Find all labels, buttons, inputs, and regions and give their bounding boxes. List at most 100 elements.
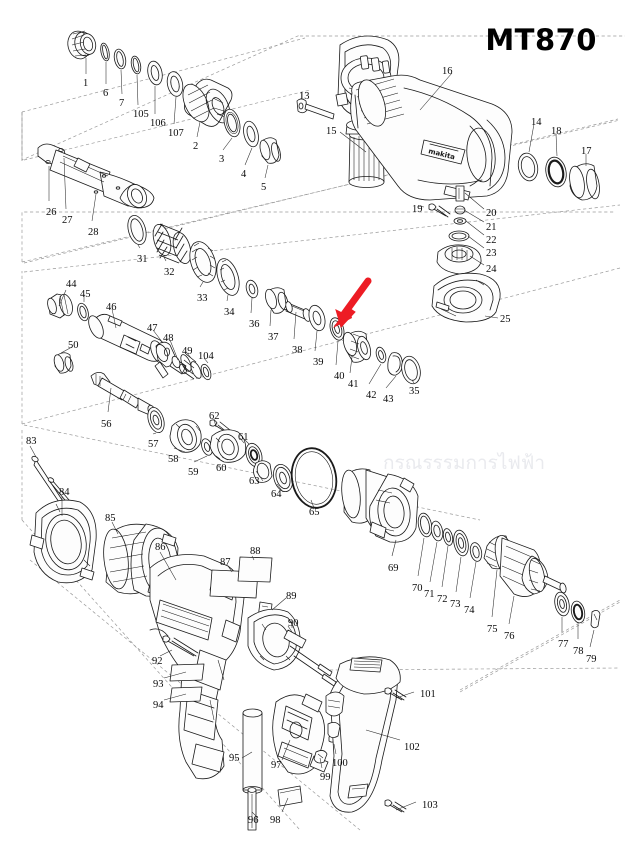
part-label-16: 16 — [442, 66, 453, 77]
part-33-clutch-ring — [189, 241, 217, 283]
leader-lines-group5 — [29, 445, 595, 648]
part-label-106: 106 — [150, 118, 166, 129]
piston-crank-assembly — [47, 289, 293, 493]
part-65-o-ring — [290, 447, 338, 509]
part-20-pin — [455, 185, 465, 202]
section-divider-lines — [21, 34, 625, 831]
part-35-washer — [401, 355, 421, 385]
red-callout-arrow — [333, 277, 372, 328]
part-label-23: 23 — [486, 248, 497, 259]
part-88-name-plate — [237, 556, 273, 583]
part-4-ring — [243, 120, 259, 148]
part-78-seal — [570, 600, 586, 624]
part-label-6: 6 — [103, 88, 109, 99]
part-label-89: 89 — [286, 591, 297, 602]
part-39-washer — [308, 304, 326, 332]
part-label-15: 15 — [326, 126, 337, 137]
part-43-retaining-ring — [387, 352, 403, 376]
part-label-5: 5 — [261, 182, 267, 193]
part-label-41: 41 — [348, 379, 359, 390]
part-96-rod — [247, 787, 257, 831]
part-1-chuck-sleeve — [67, 30, 97, 60]
part-label-101: 101 — [420, 689, 436, 700]
part-label-99: 99 — [320, 772, 331, 783]
part-label-1: 1 — [83, 78, 89, 89]
leader-lines-group1 — [85, 58, 269, 179]
part-46-cylinder — [88, 313, 166, 364]
part-label-107: 107 — [168, 128, 184, 139]
part-79-key — [590, 610, 601, 629]
part-56-crankshaft — [90, 372, 157, 418]
part-60-bearing-retainer — [209, 429, 247, 463]
part-label-27: 27 — [62, 215, 73, 226]
part-84-end-cover — [29, 499, 97, 584]
part-101-screw — [384, 687, 407, 701]
part-25-gear-housing-cover — [431, 272, 501, 323]
part-label-70: 70 — [412, 583, 423, 594]
part-label-63: 63 — [249, 476, 260, 487]
part-label-37: 37 — [268, 332, 279, 343]
part-label-25: 25 — [500, 314, 511, 325]
part-label-71: 71 — [424, 589, 435, 600]
part-104-ring — [200, 363, 212, 381]
part-5-bush — [259, 137, 281, 164]
part-label-32: 32 — [164, 267, 175, 278]
part-label-102: 102 — [404, 742, 420, 753]
part-label-34: 34 — [224, 307, 235, 318]
part-72-ring — [442, 528, 454, 546]
tool-holder-spindle-assembly — [37, 143, 421, 389]
part-6-ring — [100, 42, 110, 62]
part-label-20: 20 — [486, 208, 497, 219]
part-label-58: 58 — [168, 454, 179, 465]
part-label-38: 38 — [292, 345, 303, 356]
part-label-57: 57 — [148, 439, 159, 450]
part-label-14: 14 — [531, 117, 542, 128]
part-label-45: 45 — [80, 289, 91, 300]
part-label-76: 76 — [504, 631, 515, 642]
part-76-armature — [483, 534, 567, 597]
part-label-48: 48 — [163, 333, 174, 344]
sds-chuck-assembly — [67, 30, 281, 179]
part-label-93: 93 — [153, 679, 164, 690]
leader-lines-group6 — [159, 551, 417, 819]
part-34-ring — [216, 258, 240, 296]
part-70-o-ring — [417, 512, 433, 538]
part-label-35: 35 — [409, 386, 420, 397]
part-57-bearing — [147, 407, 165, 433]
part-102-handle-grip — [325, 656, 401, 813]
part-label-49: 49 — [182, 346, 193, 357]
part-label-104: 104 — [198, 351, 214, 362]
part-label-97: 97 — [271, 760, 282, 771]
part-74-washer — [469, 542, 483, 562]
part-label-77: 77 — [558, 639, 569, 650]
part-label-18: 18 — [551, 126, 562, 137]
part-99-lever — [313, 750, 328, 764]
part-45-o-ring — [77, 302, 89, 322]
part-label-78: 78 — [573, 646, 584, 657]
part-105-ring — [130, 55, 142, 75]
part-94-plate — [169, 686, 203, 703]
part-label-64: 64 — [271, 489, 282, 500]
part-label-73: 73 — [450, 599, 461, 610]
part-19-screw — [428, 203, 451, 218]
part-16-motor-housing: makita — [350, 74, 513, 201]
part-label-94: 94 — [153, 700, 164, 711]
part-90-controller-module — [247, 608, 337, 687]
part-93-plate — [169, 663, 205, 682]
part-label-56: 56 — [101, 419, 112, 430]
part-label-7: 7 — [119, 98, 125, 109]
part-label-90: 90 — [288, 618, 299, 629]
part-42-o-ring — [375, 346, 387, 364]
part-label-59: 59 — [188, 467, 199, 478]
part-98-block — [277, 785, 303, 807]
part-label-24: 24 — [486, 264, 497, 275]
part-label-61: 61 — [238, 432, 249, 443]
part-label-98: 98 — [270, 815, 281, 826]
part-label-28: 28 — [88, 227, 99, 238]
part-3-seal — [223, 108, 241, 138]
part-95-tube — [242, 708, 263, 794]
part-label-21: 21 — [486, 222, 497, 233]
part-17-sleeve — [569, 163, 600, 201]
